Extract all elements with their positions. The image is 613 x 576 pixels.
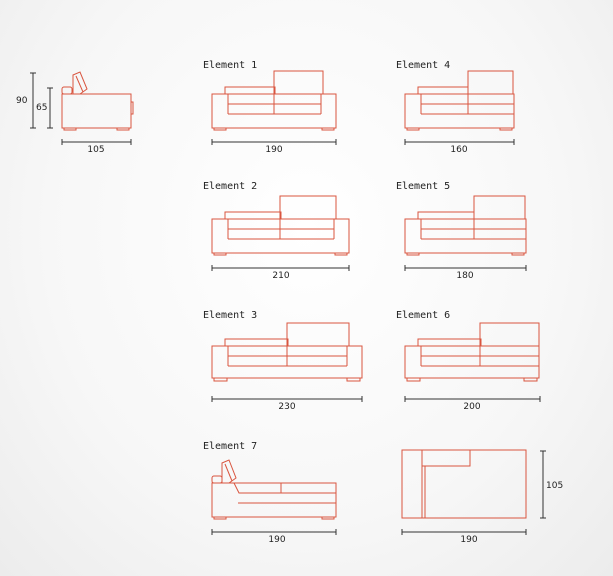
- element-7-label: Element 7: [203, 441, 257, 452]
- element-4-outline: [404, 70, 515, 131]
- element-4-label: Element 4: [396, 60, 450, 71]
- element-6-label: Element 6: [396, 310, 450, 321]
- element-5-width-dimension: 180: [404, 265, 527, 281]
- element-5: Element 5 180: [396, 181, 527, 281]
- element-4-width-dimension: 160: [404, 139, 515, 155]
- element-1-outline: [211, 70, 337, 131]
- element-6-width: 200: [463, 402, 480, 412]
- element-1-width: 190: [265, 145, 282, 155]
- element-7-width-dimension: 190: [211, 529, 337, 545]
- top-view-depth-dimension: 105: [540, 450, 563, 519]
- element-3: Element 3 230: [203, 310, 363, 412]
- side-height-dimension: 90: [16, 72, 36, 129]
- element-5-label: Element 5: [396, 181, 450, 192]
- top-view-width: 190: [460, 535, 477, 545]
- element-2-width-dimension: 210: [211, 265, 350, 281]
- side-depth-dimension: 105: [61, 139, 132, 155]
- element-2: Element 2 210: [203, 181, 350, 281]
- element-1: Element 1 190: [203, 60, 337, 155]
- top-view-width-dimension: 190: [401, 529, 527, 545]
- element-3-outline: [211, 322, 363, 382]
- element-1-width-dimension: 190: [211, 139, 337, 155]
- side-height-seat: 65: [36, 103, 47, 113]
- side-view: 90 65 105: [16, 71, 134, 155]
- side-depth: 105: [87, 145, 104, 155]
- element-7-width: 190: [268, 535, 285, 545]
- top-view: 105 190: [401, 449, 563, 545]
- element-3-label: Element 3: [203, 310, 257, 321]
- element-5-width: 180: [456, 271, 473, 281]
- element-7-outline: [211, 459, 337, 520]
- side-height-total: 90: [16, 96, 28, 106]
- side-seat-dimension: 65: [36, 87, 53, 129]
- element-7: Element 7 190: [203, 441, 337, 545]
- element-6-outline: [404, 322, 540, 382]
- element-1-label: Element 1: [203, 60, 257, 71]
- side-view-outline: [61, 71, 134, 131]
- element-3-width-dimension: 230: [211, 396, 363, 412]
- top-view-depth: 105: [546, 481, 563, 491]
- element-2-width: 210: [272, 271, 289, 281]
- element-6: Element 6 200: [396, 310, 541, 412]
- element-6-width-dimension: 200: [404, 396, 541, 412]
- element-2-outline: [211, 195, 350, 256]
- element-4-width: 160: [450, 145, 467, 155]
- element-2-label: Element 2: [203, 181, 257, 192]
- element-4: Element 4 160: [396, 60, 515, 155]
- top-view-outline: [401, 449, 527, 519]
- element-5-outline: [404, 195, 527, 256]
- element-3-width: 230: [278, 402, 295, 412]
